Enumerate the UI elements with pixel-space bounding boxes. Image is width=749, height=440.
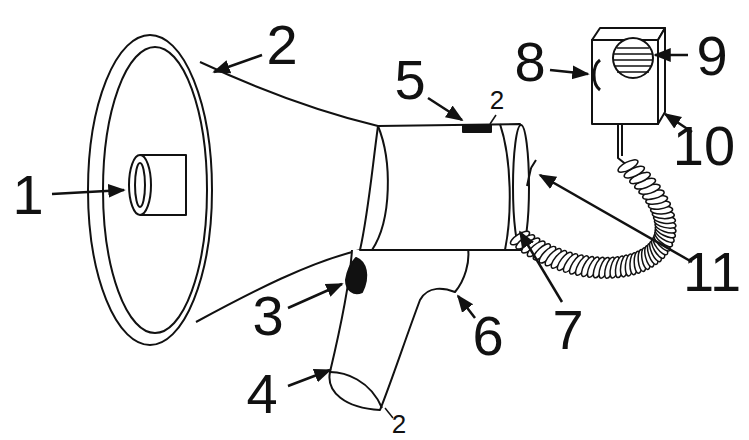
driver-end (129, 155, 151, 215)
rear-cap (513, 125, 529, 249)
handle (329, 248, 468, 410)
mic-side (658, 28, 665, 124)
mic-hook (527, 160, 536, 186)
leader-lines (52, 55, 692, 386)
grille-lines (613, 48, 653, 72)
callout-number: 11 (683, 244, 741, 300)
callout-number: 8 (514, 34, 545, 90)
mic-grille (613, 38, 653, 78)
callout-number: 5 (394, 52, 425, 108)
switch (463, 125, 491, 132)
driver-hole (135, 163, 145, 207)
callout-number: 2 (266, 17, 297, 73)
callout-number: 3 (252, 288, 283, 344)
handle-base (330, 372, 382, 408)
body (360, 124, 522, 250)
mic-button (594, 60, 600, 90)
callout-number: 9 (696, 28, 727, 84)
callout-number: 6 (472, 308, 503, 364)
callout-number: 4 (246, 366, 277, 422)
callout-number: 2 (392, 411, 406, 437)
coil-turn (616, 157, 639, 174)
body-ring-rear (500, 124, 510, 250)
mic-stem (618, 124, 628, 166)
trigger (346, 258, 366, 293)
tick (490, 115, 496, 124)
callout-number: 10 (673, 118, 735, 174)
callout-number: 7 (552, 302, 583, 358)
body-ring-front (372, 126, 388, 250)
callout-number: 2 (490, 87, 504, 113)
callout-number: 1 (12, 167, 43, 223)
coil-cord (509, 157, 678, 279)
